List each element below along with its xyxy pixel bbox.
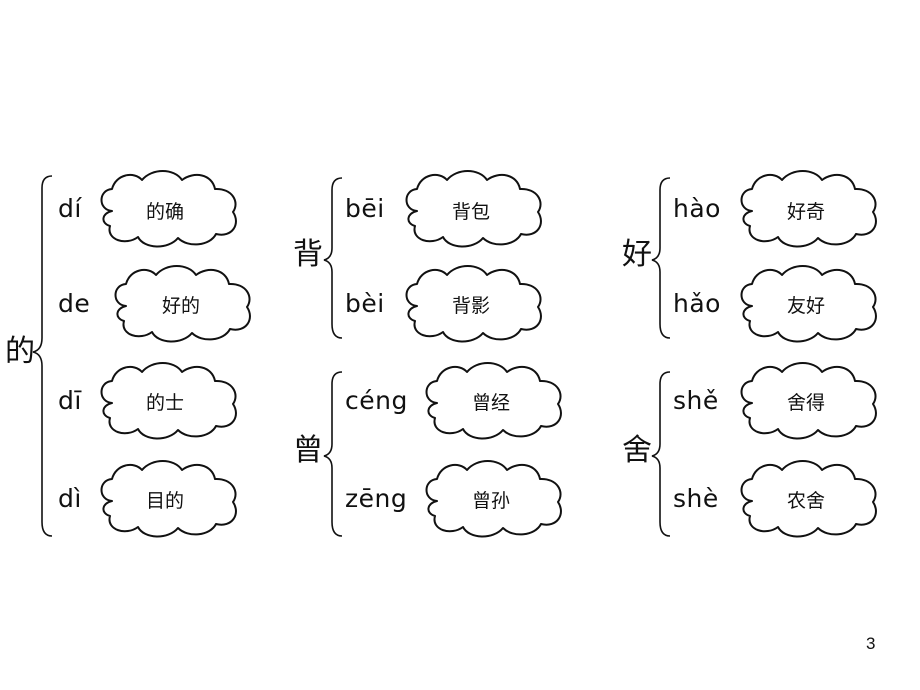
pinyin-4-1: hào bbox=[673, 194, 721, 223]
word-1-3: 的士 bbox=[145, 392, 184, 414]
pinyin-2-1: bēi bbox=[345, 194, 385, 223]
word-1-2: 好的 bbox=[161, 295, 200, 317]
pinyin-1-1: dí bbox=[58, 194, 82, 223]
word-5-2: 农舍 bbox=[786, 490, 825, 512]
word-1-4: 目的 bbox=[145, 490, 184, 512]
pinyin-3-1: céng bbox=[345, 386, 408, 415]
pinyin-1-2: de bbox=[58, 289, 91, 318]
pinyin-1-3: dī bbox=[58, 386, 82, 415]
pinyin-1-4: dì bbox=[58, 484, 82, 513]
brace-bei bbox=[323, 177, 343, 339]
character-bei: 背 bbox=[293, 237, 323, 272]
brace-de bbox=[32, 175, 53, 537]
character-hao: 好 bbox=[622, 237, 652, 272]
pinyin-5-2: shè bbox=[673, 484, 719, 513]
word-2-1: 背包 bbox=[451, 201, 490, 223]
character-de: 的 bbox=[5, 334, 35, 369]
word-5-1: 舍得 bbox=[786, 392, 825, 414]
word-3-1: 曾经 bbox=[471, 392, 510, 414]
word-2-2: 背影 bbox=[451, 295, 490, 317]
pinyin-4-2: hǎo bbox=[673, 289, 721, 318]
brace-hao bbox=[651, 177, 671, 339]
word-1-1: 的确 bbox=[145, 201, 184, 223]
word-4-2: 友好 bbox=[786, 295, 825, 317]
brace-zeng bbox=[323, 371, 343, 537]
brace-she bbox=[651, 371, 671, 537]
word-3-2: 曾孙 bbox=[471, 490, 510, 512]
page-number: 3 bbox=[866, 634, 876, 653]
word-4-1: 好奇 bbox=[786, 201, 825, 223]
pinyin-5-1: shě bbox=[673, 386, 719, 415]
character-she: 舍 bbox=[622, 433, 652, 468]
pinyin-3-2: zēng bbox=[345, 484, 408, 513]
pinyin-2-2: bèi bbox=[345, 289, 385, 318]
character-zeng: 曾 bbox=[293, 433, 323, 468]
